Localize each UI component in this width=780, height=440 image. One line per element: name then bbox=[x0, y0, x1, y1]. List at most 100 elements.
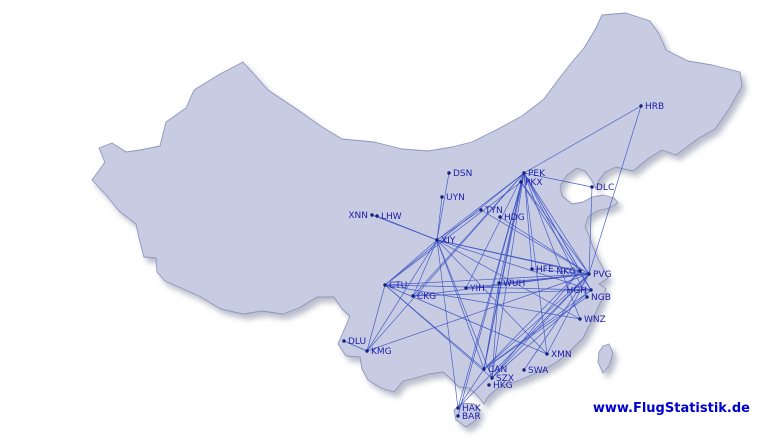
route-line-PEK-XMN bbox=[523, 172, 548, 355]
route-line-NKG-SZX bbox=[491, 270, 581, 379]
route-line-KMG-DLU bbox=[343, 340, 368, 352]
airport-dot-TYN bbox=[479, 208, 483, 212]
route-line-PVG-SZX bbox=[491, 273, 590, 379]
route-line-XIY-KMG bbox=[366, 239, 438, 352]
hainan-island bbox=[453, 402, 481, 428]
airport-label-DLU: DLU bbox=[348, 337, 366, 347]
airport-label-YIH: YIH bbox=[469, 284, 485, 294]
route-line-XIY-XMN bbox=[436, 239, 548, 355]
airport-label-PVG: PVG bbox=[593, 270, 612, 280]
site-watermark-link[interactable]: www.FlugStatistik.de bbox=[592, 401, 750, 416]
map-landmass-layer bbox=[91, 12, 743, 428]
route-line-HGH-CTU bbox=[384, 284, 592, 291]
route-line-PVG-CTU bbox=[384, 273, 590, 286]
route-line-KMG-CTU bbox=[366, 284, 386, 352]
airport-label-HDG: HDG bbox=[504, 213, 525, 223]
route-line-PKX-CAN bbox=[483, 181, 522, 370]
airport-dot-CAN bbox=[482, 367, 486, 371]
airport-markers-layer bbox=[342, 104, 643, 418]
airport-label-HRB: HRB bbox=[645, 102, 664, 112]
airport-label-HAK: HAK bbox=[462, 404, 482, 414]
route-line-XIY-CKG bbox=[412, 239, 438, 297]
route-line-DLC-PEK bbox=[523, 172, 593, 188]
airport-label-CKG: CKG bbox=[417, 292, 436, 302]
airport-label-CAN: CAN bbox=[488, 365, 507, 375]
route-line-PEK-XIY bbox=[436, 172, 525, 241]
airport-dot-HGH bbox=[589, 288, 593, 292]
airport-dot-HKG bbox=[487, 383, 491, 387]
airport-dot-PVG bbox=[587, 272, 591, 276]
route-line-CAN-WUH bbox=[483, 282, 500, 370]
airport-label-WUH: WUH bbox=[503, 279, 525, 289]
china-mainland-outline bbox=[91, 12, 743, 405]
airport-label-DLC: DLC bbox=[596, 183, 614, 193]
route-line-PEK-WNZ bbox=[523, 172, 581, 320]
airport-dot-NGB bbox=[585, 295, 589, 299]
airport-label-NGB: NGB bbox=[591, 293, 611, 303]
route-line-XIY-UYN bbox=[436, 196, 443, 241]
route-line-SZX-WUH bbox=[491, 282, 500, 379]
airport-dot-XMN bbox=[545, 352, 549, 356]
route-line-XIY-HGH bbox=[436, 239, 592, 291]
route-line-PVG-HFE bbox=[531, 268, 590, 275]
airport-label-HGH: HGH bbox=[566, 286, 587, 296]
airport-dot-HRB bbox=[639, 104, 643, 108]
airport-label-BAR: BAR bbox=[462, 412, 481, 422]
airport-dot-HDG bbox=[498, 215, 502, 219]
airport-dot-XNN bbox=[370, 213, 374, 217]
route-line-XIY-TYN bbox=[436, 209, 482, 241]
airport-dot-SZX bbox=[490, 376, 494, 380]
airport-label-CTU: CTU bbox=[389, 281, 407, 291]
route-line-HGH-SZX bbox=[491, 289, 592, 379]
route-line-XIY-NKG bbox=[436, 239, 581, 272]
airport-label-SZX: SZX bbox=[496, 374, 514, 384]
route-line-XIY-CTU bbox=[384, 239, 438, 286]
route-line-XIY-DSN bbox=[436, 172, 450, 241]
airport-dot-WUH bbox=[497, 281, 501, 285]
airport-label-XNN: XNN bbox=[348, 211, 368, 221]
route-line-PEK-PVG bbox=[523, 172, 590, 275]
airport-dot-PEK bbox=[522, 171, 526, 175]
airport-dot-PKX bbox=[519, 180, 523, 184]
route-lines-layer bbox=[343, 105, 642, 417]
route-line-NKG-CAN bbox=[483, 270, 581, 370]
taiwan-island bbox=[597, 343, 614, 374]
route-line-XIY-SZX bbox=[436, 239, 493, 379]
airport-label-XMN: XMN bbox=[551, 350, 572, 360]
airport-dot-LHW bbox=[375, 214, 379, 218]
airport-dot-BAR bbox=[456, 414, 460, 418]
route-line-PKX-CTU bbox=[384, 181, 522, 286]
airport-dot-DLU bbox=[342, 339, 346, 343]
route-line-PKX-PVG bbox=[520, 181, 590, 275]
airport-dot-HFE bbox=[530, 267, 534, 271]
airport-dot-CKG bbox=[411, 294, 415, 298]
route-line-PVG-TYN bbox=[480, 209, 590, 275]
route-line-PEK-CTU bbox=[384, 172, 525, 286]
route-line-HRB-PEK bbox=[523, 105, 642, 174]
route-line-PEK-YIH bbox=[465, 172, 525, 289]
route-line-HRB-PVG bbox=[588, 105, 642, 275]
airport-label-XIY: XIY bbox=[441, 236, 456, 246]
airport-dot-YIH bbox=[464, 286, 468, 290]
airport-label-NKG: NKG bbox=[556, 267, 576, 277]
route-line-NGB-CAN bbox=[483, 296, 588, 370]
route-line-PVG-CKG bbox=[412, 273, 590, 297]
route-line-WNZ-CTU bbox=[384, 284, 581, 320]
airport-label-UYN: UYN bbox=[446, 193, 465, 203]
airport-label-HFE: HFE bbox=[536, 265, 554, 275]
route-line-DLC-PVG bbox=[588, 186, 593, 275]
airport-dot-WNZ bbox=[578, 317, 582, 321]
airport-dot-HAK bbox=[456, 406, 460, 410]
airport-label-HKG: HKG bbox=[493, 381, 513, 391]
airport-label-PEK: PEK bbox=[528, 169, 546, 179]
airport-label-PKX: PKX bbox=[525, 178, 543, 188]
airport-dot-DLC bbox=[590, 185, 594, 189]
route-line-XIY-HAK bbox=[436, 239, 459, 409]
airport-dot-CTU bbox=[383, 283, 387, 287]
route-line-XIY-CAN bbox=[436, 239, 485, 370]
airport-dot-UYN bbox=[440, 195, 444, 199]
route-line-SZX-CTU bbox=[384, 284, 493, 379]
route-line-XIY-WNZ bbox=[436, 239, 581, 320]
airport-label-WNZ: WNZ bbox=[584, 315, 606, 325]
